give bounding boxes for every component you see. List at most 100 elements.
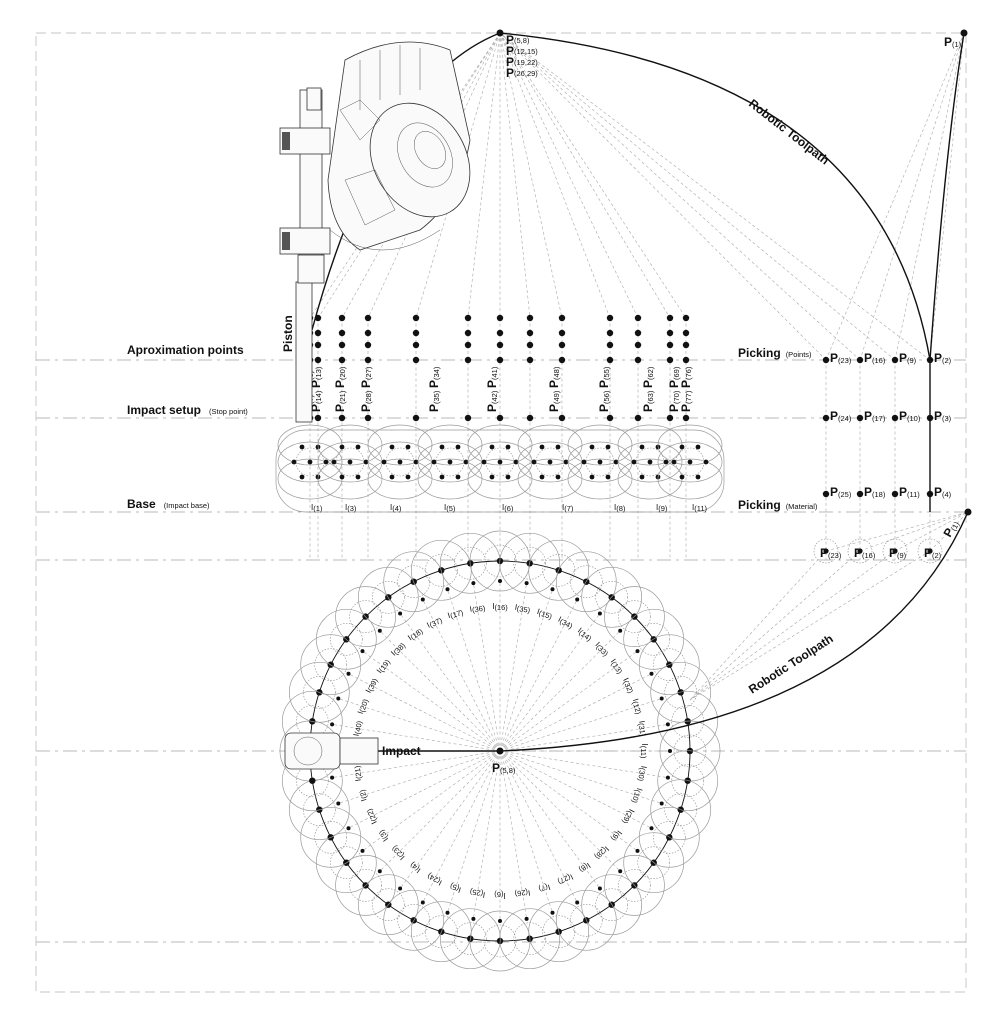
ring-circle-25 bbox=[604, 855, 665, 916]
picking-points-dot-1 bbox=[856, 356, 864, 364]
column-label-lower-5: P(42) bbox=[485, 390, 499, 412]
ring-inner-point-22 bbox=[659, 801, 664, 806]
base-ellipse-8-0 bbox=[657, 424, 723, 466]
ring-point-39 bbox=[309, 777, 316, 784]
column-point-11-4 bbox=[666, 414, 674, 422]
base-point-6-5 bbox=[581, 459, 587, 465]
column-point-8-4 bbox=[558, 414, 566, 422]
ring-inner-point-19 bbox=[665, 722, 670, 727]
ring-inner-point-28 bbox=[550, 910, 555, 915]
ring-inner-point-26 bbox=[597, 886, 602, 891]
ring-inner-point-3 bbox=[346, 671, 351, 676]
ring-inner-circle-32 bbox=[424, 915, 458, 949]
base-point-3-3 bbox=[455, 474, 461, 480]
robot-detail-1 bbox=[339, 99, 381, 141]
base-point-5-1 bbox=[555, 444, 561, 450]
clamp-mark-top bbox=[282, 132, 290, 150]
column-point-3-2 bbox=[364, 341, 372, 349]
ring-circle-17 bbox=[638, 634, 700, 696]
base-point-4-6 bbox=[513, 459, 519, 465]
ring-spoke-13 bbox=[499, 599, 578, 752]
picking-to-p1-2 bbox=[894, 32, 965, 361]
column-point-2-2 bbox=[338, 341, 346, 349]
base-point-7-4 bbox=[647, 459, 653, 465]
picking-material-label-1: P(18) bbox=[864, 485, 886, 499]
ring-inner-circle-39 bbox=[295, 764, 329, 798]
ring-spoke-26 bbox=[499, 750, 601, 889]
base-ellipse-1-2 bbox=[317, 458, 383, 500]
ring-circle-22 bbox=[650, 779, 712, 841]
label-picking-material: Picking bbox=[738, 498, 781, 512]
robot-detail-ribs bbox=[359, 45, 421, 110]
ring-spoke-35 bbox=[379, 750, 501, 872]
base-label-2: I(4) bbox=[390, 503, 402, 513]
picking-to-top-3 bbox=[499, 32, 931, 361]
top-point-label-2: P(19,22) bbox=[506, 55, 538, 69]
ring-circle-14 bbox=[581, 566, 643, 628]
base-label-0: I(1) bbox=[311, 503, 323, 513]
column-point-7-1 bbox=[526, 329, 534, 337]
ring-inner-point-37 bbox=[346, 826, 351, 831]
ring-inner-point-13 bbox=[575, 597, 580, 602]
ring-spoke-25 bbox=[499, 750, 621, 872]
picking-columns: P(23)P(24)P(25)P(23)P(16)P(17)P(18)P(16)… bbox=[813, 351, 952, 564]
column-point-5-2 bbox=[464, 341, 472, 349]
picking-lower-circle-2 bbox=[882, 538, 908, 564]
ring-label-6: I(18) bbox=[406, 626, 425, 644]
ring-inner-point-38 bbox=[336, 801, 341, 806]
ring-label-3: I(39) bbox=[364, 676, 380, 695]
column-label-upper-2: P(20) bbox=[333, 366, 347, 388]
picking-lower-to-ring-3 bbox=[689, 550, 931, 701]
picking-points-label-2: P(9) bbox=[899, 351, 917, 365]
base-point-0-6 bbox=[323, 459, 329, 465]
base-point-5-0 bbox=[539, 444, 545, 450]
ring-inner-point-17 bbox=[649, 671, 654, 676]
column-label-lower-10: P(77) bbox=[679, 390, 693, 412]
ring-label-12: I(15) bbox=[536, 607, 554, 621]
diagram-frame bbox=[35, 32, 967, 993]
ring-spoke-8 bbox=[447, 589, 501, 752]
base-point-6-4 bbox=[597, 459, 603, 465]
robotic-toolpath-bottom-arc bbox=[499, 511, 969, 752]
ring-spoke-5 bbox=[379, 630, 501, 752]
column-point-9-4 bbox=[606, 414, 614, 422]
base-label-5: I(7) bbox=[562, 503, 574, 513]
base-point-6-1 bbox=[605, 444, 611, 450]
column-point-9-1 bbox=[606, 329, 614, 337]
ring-circle-32 bbox=[410, 901, 472, 963]
picking-material-label-0: P(25) bbox=[830, 485, 852, 499]
column-point-2-3 bbox=[338, 356, 346, 364]
base-point-5-6 bbox=[563, 459, 569, 465]
column-label-lower-6: P(49) bbox=[547, 390, 561, 412]
ring-spoke-21 bbox=[499, 750, 668, 778]
picking-lower-circle-3 bbox=[917, 538, 943, 564]
ring-spoke-2 bbox=[338, 698, 501, 752]
ring-inner-circle-37 bbox=[314, 820, 348, 854]
column-point-5-1 bbox=[464, 329, 472, 337]
column-point-10-2 bbox=[634, 341, 642, 349]
column-point-7-4 bbox=[526, 414, 534, 422]
picking-material-dot-0 bbox=[822, 490, 830, 498]
dash-top-to-col-8 bbox=[499, 32, 563, 319]
ring-spoke-28 bbox=[499, 750, 553, 913]
ring-label-28: I(7) bbox=[537, 881, 551, 894]
ring-label-13: I(34) bbox=[556, 615, 575, 631]
base-point-2-4 bbox=[397, 459, 403, 465]
label-piston: Piston bbox=[281, 315, 295, 352]
label-picking-points: Picking bbox=[738, 346, 781, 360]
column-label-lower-4: P(35) bbox=[427, 390, 441, 412]
column-point-4-4 bbox=[412, 414, 420, 422]
picking-lower-label-3: P(2) bbox=[924, 546, 942, 560]
picking-points-label-3: P(2) bbox=[934, 351, 952, 365]
ring-label-32: I(5) bbox=[448, 881, 462, 894]
label-impact-setup-note: (Stop point) bbox=[209, 407, 248, 416]
ring-inner-circle-12 bbox=[542, 553, 576, 587]
ring-inner-point-20 bbox=[668, 749, 672, 753]
column-point-7-3 bbox=[526, 356, 534, 364]
column-label-upper-9: P(69) bbox=[667, 366, 681, 388]
column-point-12-2 bbox=[682, 341, 690, 349]
base-point-2-2 bbox=[389, 474, 395, 480]
base-ellipse-4-0 bbox=[467, 424, 533, 466]
column-label-upper-8: P(62) bbox=[641, 366, 655, 388]
picking-lower-to-p1-1 bbox=[859, 511, 969, 552]
